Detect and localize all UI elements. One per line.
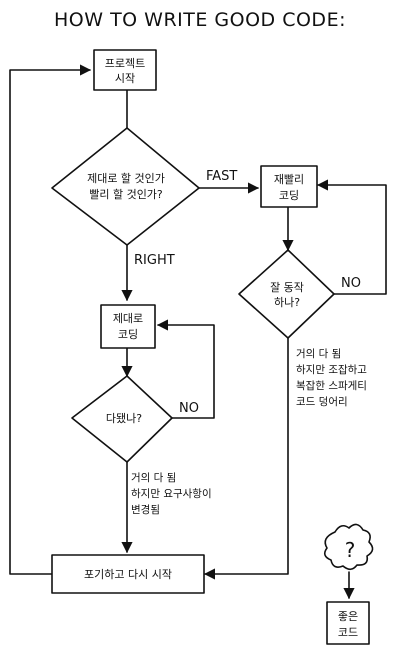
done-no-label: NO bbox=[179, 401, 199, 416]
good-code-box bbox=[326, 601, 370, 645]
edge-works-to-restart bbox=[203, 337, 289, 580]
requirements-note-line3: 변경됨 bbox=[131, 503, 160, 516]
edge-done-no-loop bbox=[156, 319, 215, 419]
requirements-note-line2: 하지만 요구사항이 bbox=[131, 487, 212, 500]
code-fast-label-line2: 코딩 bbox=[279, 189, 299, 202]
spaghetti-note-line2: 하지만 조잡하고 bbox=[296, 363, 367, 376]
fast-label: FAST bbox=[206, 169, 237, 184]
code-right-label-line2: 코딩 bbox=[118, 328, 138, 341]
edge-restart-loop bbox=[9, 64, 92, 575]
restart-label: 포기하고 다시 시작 bbox=[84, 567, 172, 581]
start-label-line1: 프로젝트 bbox=[105, 57, 145, 70]
code-fast-label-line1: 재빨리 bbox=[274, 173, 304, 186]
start-label-line2: 시작 bbox=[115, 72, 135, 85]
works-no-label: NO bbox=[341, 276, 361, 291]
diagram-title: HOW TO WRITE GOOD CODE: bbox=[54, 9, 346, 31]
right-label: RIGHT bbox=[134, 253, 175, 268]
edge-works-no-loop bbox=[316, 179, 387, 295]
spaghetti-note-line1: 거의 다 됨 bbox=[296, 348, 341, 360]
done-label: 다됐나? bbox=[106, 412, 142, 425]
works-label-line2: 하나? bbox=[274, 295, 300, 309]
works-diamond bbox=[238, 249, 335, 339]
good-code-label-line2: 코드 bbox=[338, 626, 358, 639]
decision-label-line2: 빨리 할 것인가? bbox=[89, 188, 163, 201]
good-code-label-line1: 좋은 bbox=[338, 610, 358, 623]
code-right-box bbox=[100, 304, 156, 349]
spaghetti-note-line4: 코드 덩어리 bbox=[296, 396, 348, 408]
requirements-note-line1: 거의 다 됨 bbox=[131, 472, 176, 484]
code-fast-box bbox=[260, 165, 318, 208]
spaghetti-note-line3: 복잡한 스파게티 bbox=[296, 380, 367, 392]
start-box bbox=[93, 49, 157, 91]
done-diamond bbox=[71, 375, 173, 463]
decision-label-line1: 제대로 할 것인가 bbox=[87, 172, 165, 185]
question-mark: ? bbox=[345, 538, 356, 562]
decision-diamond bbox=[51, 127, 200, 246]
restart-box bbox=[51, 554, 205, 594]
question-cloud-shape bbox=[323, 523, 374, 571]
code-right-label-line1: 제대로 bbox=[113, 312, 143, 325]
works-label-line1: 잘 동작 bbox=[270, 281, 304, 294]
